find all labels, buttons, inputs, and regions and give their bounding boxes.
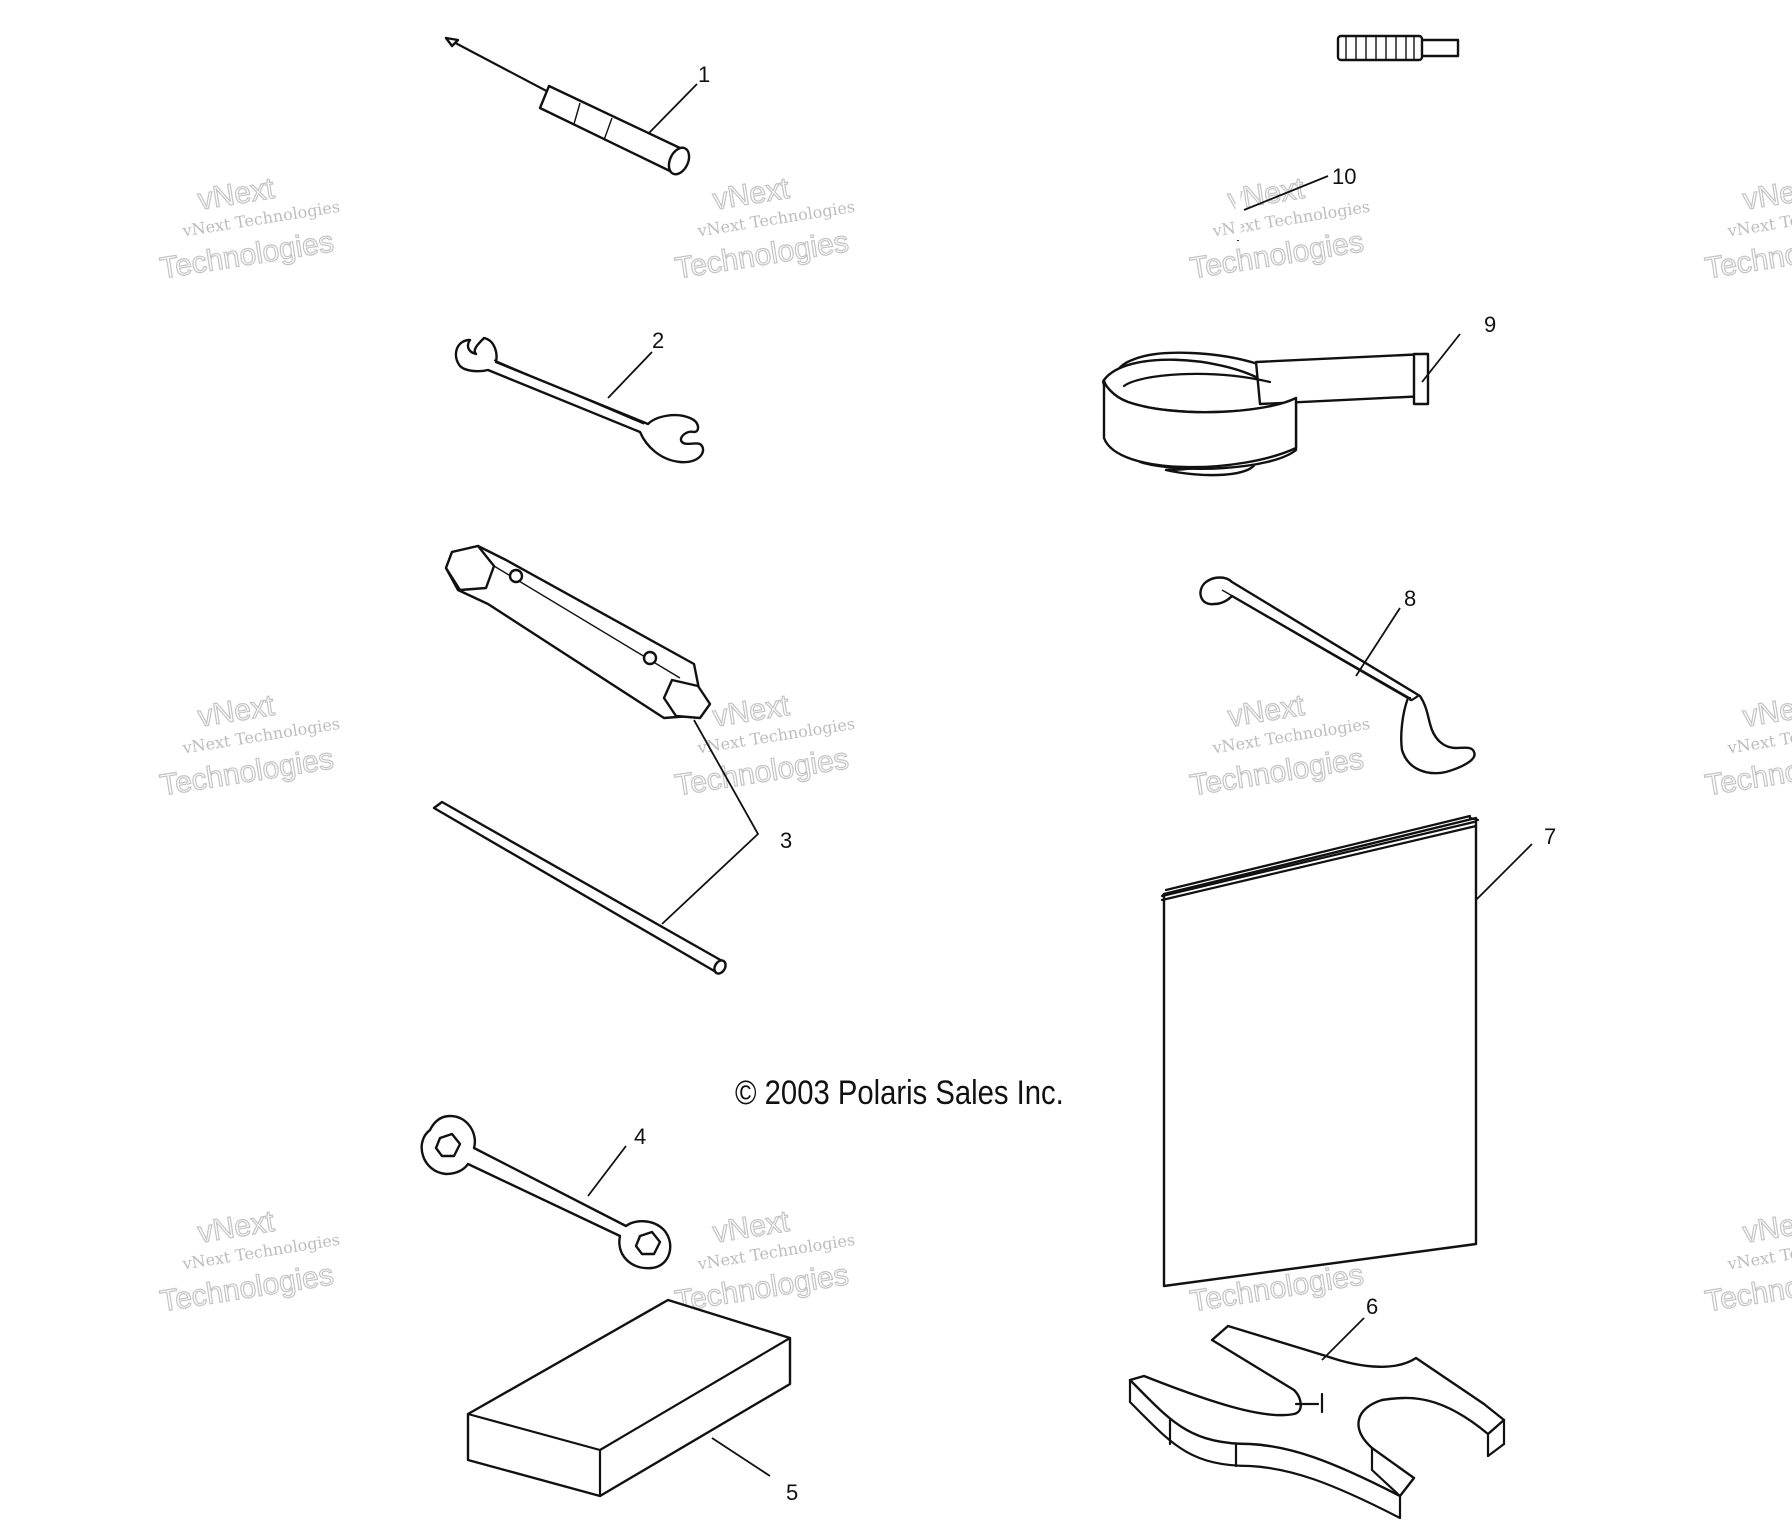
callout-5: 5 (786, 1480, 798, 1505)
part-open-wrench (454, 336, 705, 464)
callout-4: 4 (634, 1124, 646, 1149)
watermark-outline-top: vNext (1741, 1205, 1792, 1250)
callout-8-group: 8 (1355, 586, 1416, 677)
callout-2: 2 (652, 328, 664, 353)
callout-6-group: 6 (1321, 1294, 1378, 1361)
callout-9-group: 9 (1421, 312, 1496, 383)
part-box-wrench (420, 1114, 672, 1270)
callout-6: 6 (1366, 1294, 1378, 1319)
copyright-notice: © 2003 Polaris Sales Inc. (735, 1074, 1064, 1112)
part-screwdriver (444, 36, 691, 176)
callout-4-group: 4 (587, 1124, 646, 1197)
part-owners-manual (1160, 814, 1480, 1288)
callout-7: 7 (1544, 824, 1556, 849)
callout-10: 10 (1332, 164, 1356, 189)
callout-9: 9 (1484, 312, 1496, 337)
callout-5-group: 5 (711, 1437, 798, 1505)
watermark-outline-top: vNext (1741, 689, 1792, 734)
callout-10-group: 10 (1243, 164, 1356, 211)
callout-8: 8 (1404, 586, 1416, 611)
part-tommy-bar (432, 800, 727, 975)
part-tool-pouch (466, 1298, 792, 1498)
callout-1-group: 1 (647, 62, 710, 135)
callout-1: 1 (698, 62, 710, 87)
watermark-outline-top: vNext (1741, 172, 1792, 217)
callout-3: 3 (780, 828, 792, 853)
callout-2-group: 2 (607, 328, 664, 399)
part-strap-roll (1102, 351, 1430, 477)
callout-3-group: 3 (661, 719, 792, 925)
grip-ribs (1336, 34, 1424, 62)
part-l-tool (1235, 34, 1460, 242)
part-tube-wrench (444, 544, 712, 720)
part-fork-tool (1128, 1324, 1506, 1520)
callout-7-group: 7 (1475, 824, 1556, 901)
part-spanner-wrench (1199, 576, 1476, 775)
